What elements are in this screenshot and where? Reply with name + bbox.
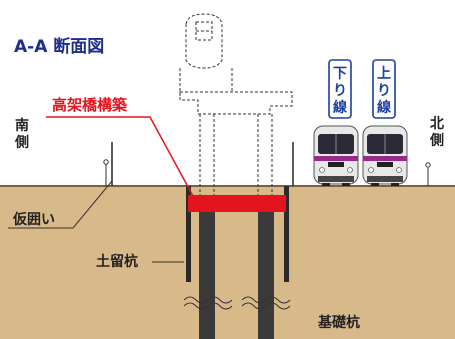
svg-text:下り線: 下り線 bbox=[333, 66, 347, 116]
svg-text:上り線: 上り線 bbox=[377, 66, 391, 116]
foundation-piles bbox=[199, 212, 274, 339]
north-label: 北側 bbox=[429, 116, 444, 149]
svg-text:北側: 北側 bbox=[429, 116, 444, 149]
title: A-A 断面図 bbox=[14, 36, 104, 57]
commuter-train-front-icon bbox=[362, 125, 408, 186]
viaduct-label: 高架橋構築 bbox=[52, 96, 128, 114]
temp-enclosure-right bbox=[292, 142, 431, 186]
foundation-pile-label: 基礎杭 bbox=[318, 314, 360, 331]
temp-enclosure-leader bbox=[8, 180, 113, 229]
commuter-train-front-icon bbox=[313, 125, 359, 186]
viaduct-footing bbox=[188, 195, 286, 212]
svg-text:南側: 南側 bbox=[14, 117, 29, 151]
sheet-piles bbox=[186, 186, 289, 282]
viaduct-leader bbox=[46, 116, 194, 197]
south-label: 南側 bbox=[14, 117, 29, 151]
sheet-pile-label: 土留杭 bbox=[96, 253, 138, 270]
up-line-label: 上り線 bbox=[372, 59, 396, 119]
down-line-label: 下り線 bbox=[328, 59, 352, 119]
temp-enclosure-label: 仮囲い bbox=[12, 211, 55, 228]
wave-break-icon bbox=[183, 296, 291, 310]
temp-enclosure-left bbox=[103, 142, 113, 186]
future-viaduct-outline bbox=[179, 13, 293, 195]
